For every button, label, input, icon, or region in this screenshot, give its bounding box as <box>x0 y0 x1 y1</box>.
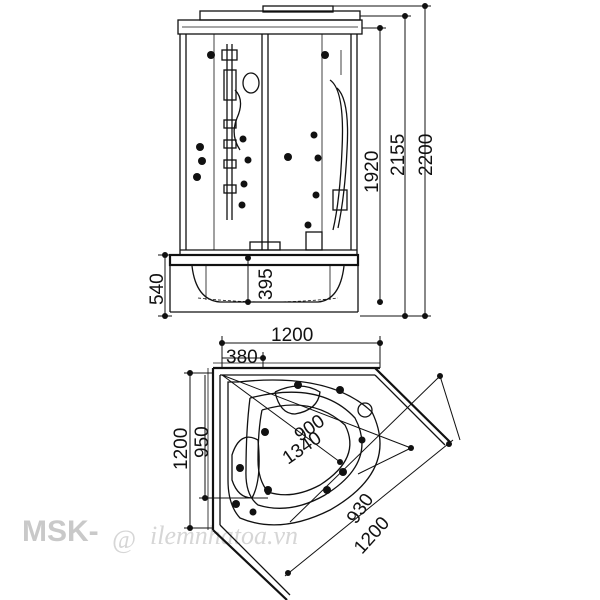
dim-cabin-height: 2155 <box>388 134 409 176</box>
dim-tub-depth: 395 <box>256 268 277 300</box>
roof-cap <box>177 5 363 35</box>
dim-door-offset: 380 <box>226 347 258 368</box>
dim-plan-width: 1200 <box>271 325 313 346</box>
watermark-site: ilemnhatoa.vn <box>150 521 298 550</box>
plan-view: 1200 380 1200 950 900 1340 930 1200 <box>171 325 461 600</box>
dim-inner-depth: 950 <box>192 426 213 458</box>
seat <box>249 231 323 251</box>
shower-rail <box>221 44 260 220</box>
shower-head-icon <box>242 72 260 94</box>
drain-icon <box>357 402 373 418</box>
watermark: MSK- @ ilemnhatoa.vn <box>22 515 298 554</box>
corner-walls <box>207 362 380 530</box>
elevation-dimensions: 2200 2155 1920 540 395 <box>147 3 437 319</box>
watermark-brand: MSK- <box>22 515 99 548</box>
dim-total-height: 2200 <box>416 134 437 176</box>
tub-base <box>168 253 360 313</box>
front-elevation: 2200 2155 1920 540 395 <box>147 3 437 319</box>
backrest-panel <box>329 50 349 231</box>
dim-base-height: 540 <box>147 273 168 305</box>
front-panel <box>212 367 451 600</box>
watermark-at-symbol: @ <box>112 525 136 554</box>
massage-jets-right <box>284 51 329 229</box>
dim-plan-depth: 1200 <box>171 428 192 470</box>
cabin-frame <box>179 34 358 255</box>
dim-glass-height: 1920 <box>362 151 383 193</box>
massage-jets-left <box>193 51 252 209</box>
